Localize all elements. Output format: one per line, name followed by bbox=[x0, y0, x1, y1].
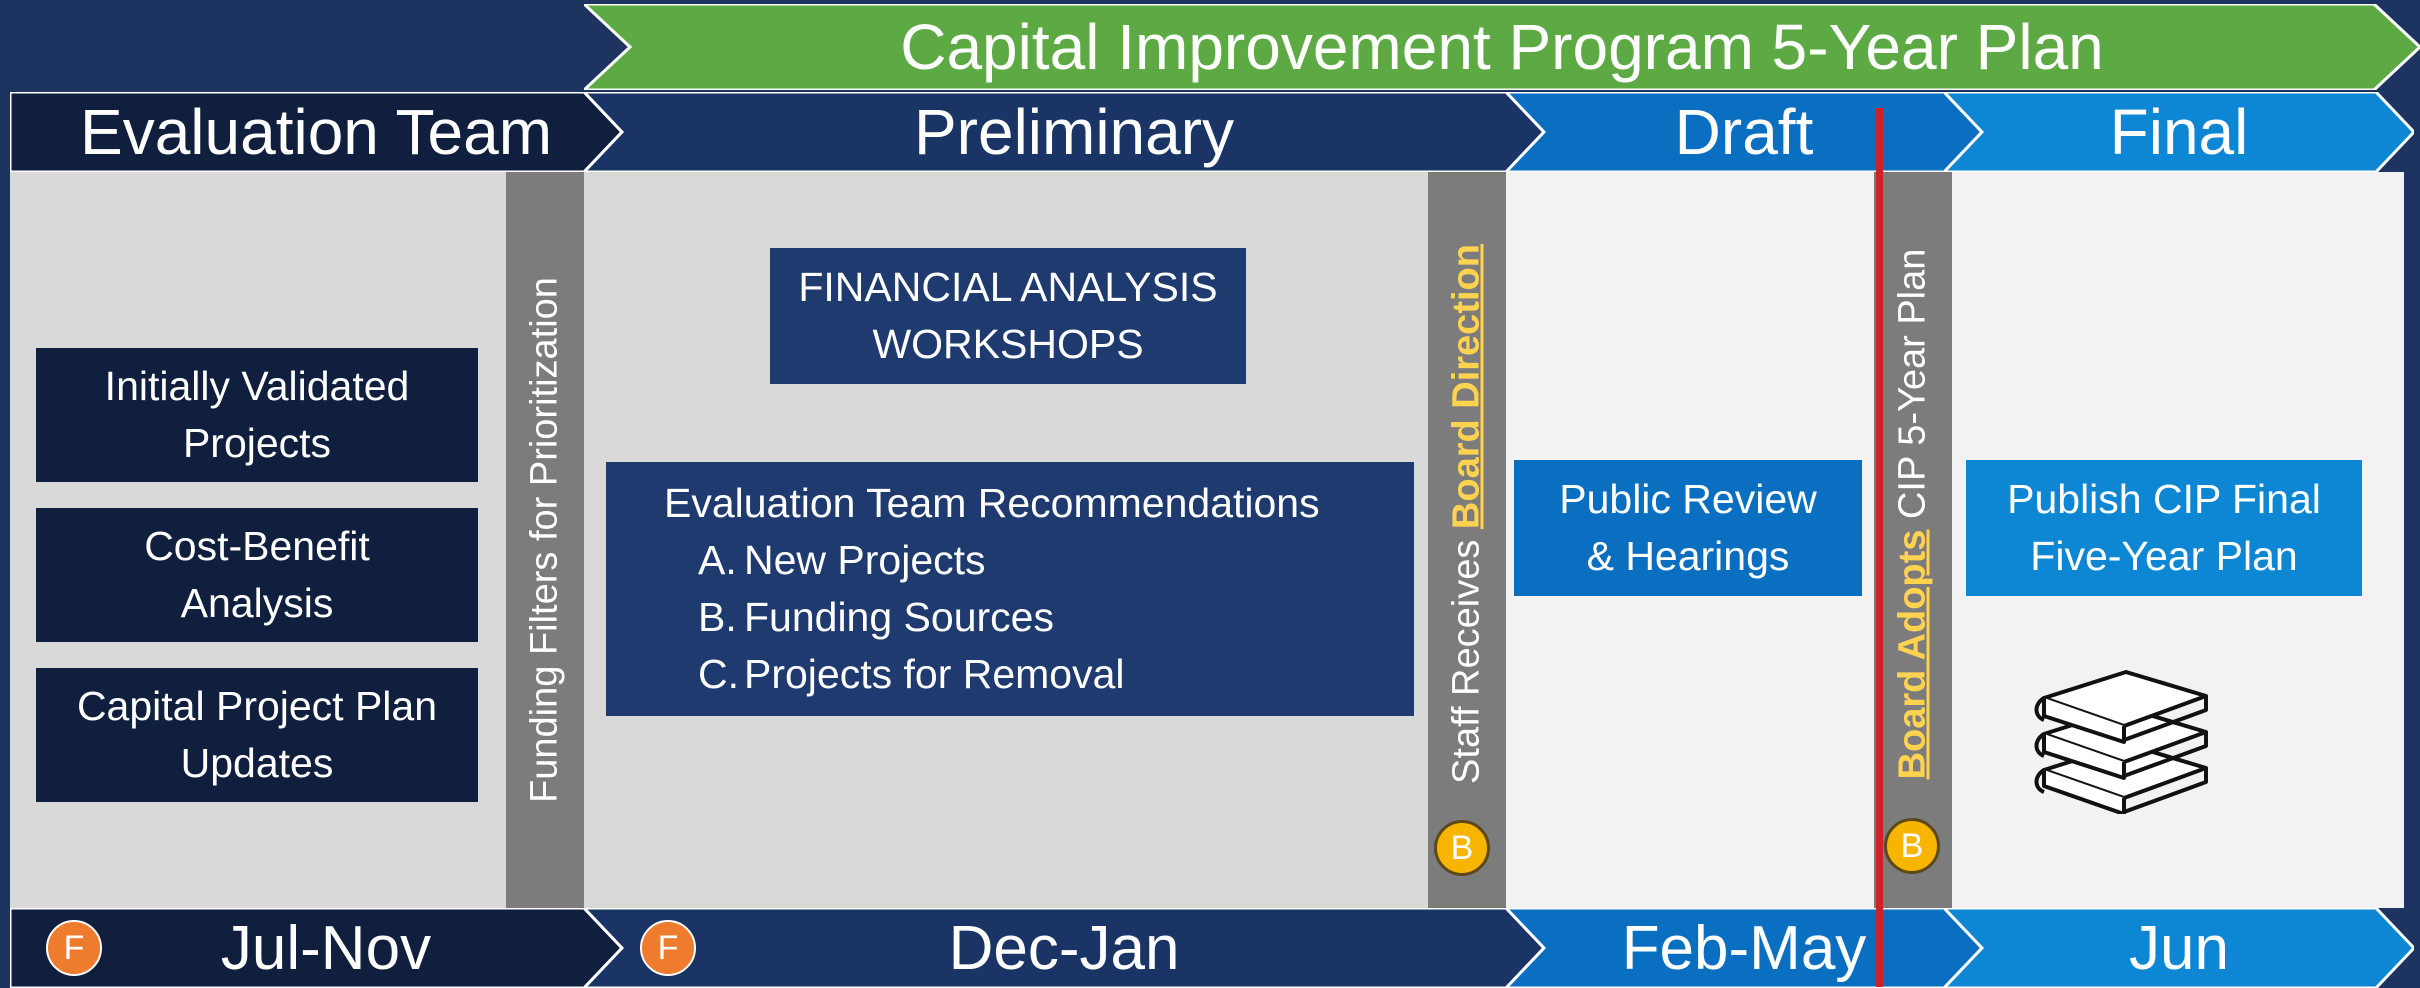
publish-plan-box: Publish CIP Final Five-Year Plan bbox=[1966, 460, 2362, 596]
phase-label: Preliminary bbox=[913, 96, 1235, 168]
list-text: Funding Sources bbox=[744, 594, 1054, 640]
funding-filters-label: Funding Filters for Prioritization bbox=[523, 277, 566, 803]
list-text: Projects for Removal bbox=[744, 651, 1125, 697]
box-line: Initially Validated bbox=[104, 363, 410, 409]
phase-label: Evaluation Team bbox=[80, 96, 552, 168]
timeline-jul-nov: Jul-Nov F bbox=[10, 908, 622, 988]
timeline-label: Feb-May bbox=[1621, 913, 1867, 983]
board-direction-highlight: Board Direction bbox=[1445, 244, 1488, 530]
board-adopts-suffix: CIP 5-Year Plan bbox=[1891, 248, 1934, 530]
financial-workshops-box: FINANCIAL ANALYSIS WORKSHOPS bbox=[770, 248, 1246, 384]
books-icon bbox=[2030, 664, 2210, 816]
project-plan-updates-box: Capital Project Plan Updates bbox=[36, 668, 478, 802]
program-title-banner: Capital Improvement Program 5-Year Plan bbox=[584, 4, 2420, 90]
board-badge: B bbox=[1884, 818, 1940, 874]
box-line: Capital Project Plan bbox=[76, 683, 438, 729]
list-letter: A. bbox=[698, 537, 737, 583]
box-line: FINANCIAL ANALYSIS bbox=[798, 264, 1218, 310]
box-line: Five-Year Plan bbox=[2030, 533, 2298, 579]
timeline-feb-may: Feb-May bbox=[1506, 908, 1982, 988]
cost-benefit-box: Cost-Benefit Analysis bbox=[36, 508, 478, 642]
phase-header-final: Final bbox=[1944, 92, 2414, 172]
box-line: Publish CIP Final bbox=[2007, 476, 2321, 522]
list-item: B. Funding Sources bbox=[664, 589, 1054, 646]
box-line: WORKSHOPS bbox=[872, 321, 1144, 367]
list-text: New Projects bbox=[744, 537, 986, 583]
board-adopts-label: Board Adopts CIP 5-Year Plan bbox=[1892, 249, 1935, 780]
board-direction-prefix: Staff Receives bbox=[1445, 529, 1488, 784]
box-line: Projects bbox=[182, 420, 332, 466]
board-badge: B bbox=[1434, 820, 1490, 876]
recommendations-box: Evaluation Team Recommendations A. New P… bbox=[606, 462, 1414, 716]
timeline-label: Dec-Jan bbox=[948, 913, 1180, 983]
box-line: Cost-Benefit bbox=[144, 523, 370, 569]
phase-label: Final bbox=[2109, 96, 2249, 168]
funding-badge: F bbox=[46, 920, 102, 976]
box-line: Public Review bbox=[1559, 476, 1817, 522]
list-letter: B. bbox=[698, 594, 737, 640]
current-date-marker-line bbox=[1876, 108, 1883, 987]
timeline-label: Jun bbox=[2129, 913, 2229, 983]
timeline-dec-jan: Dec-Jan F bbox=[584, 908, 1544, 988]
board-direction-bar: Staff Receives Board Direction B bbox=[1428, 172, 1506, 908]
board-adopts-highlight: Board Adopts bbox=[1891, 529, 1934, 780]
phase-header-draft: Draft bbox=[1506, 92, 1982, 172]
list-item: C. Projects for Removal bbox=[664, 646, 1125, 703]
recommendations-title: Evaluation Team Recommendations bbox=[664, 480, 1320, 526]
funding-filters-bar: Funding Filters for Prioritization bbox=[506, 172, 584, 908]
board-adopts-bar: Board Adopts CIP 5-Year Plan B bbox=[1874, 172, 1952, 908]
box-line: Updates bbox=[180, 740, 334, 786]
list-letter: C. bbox=[698, 651, 739, 697]
validated-projects-box: Initially Validated Projects bbox=[36, 348, 478, 482]
phase-label: Draft bbox=[1674, 96, 1814, 168]
funding-badge: F bbox=[640, 920, 696, 976]
box-line: & Hearings bbox=[1586, 533, 1790, 579]
program-title: Capital Improvement Program 5-Year Plan bbox=[900, 11, 2104, 83]
phase-header-evaluation: Evaluation Team bbox=[10, 92, 622, 172]
public-review-box: Public Review & Hearings bbox=[1514, 460, 1862, 596]
board-direction-label: Staff Receives Board Direction bbox=[1446, 244, 1489, 784]
phase-header-preliminary: Preliminary bbox=[584, 92, 1544, 172]
timeline-jun: Jun bbox=[1944, 908, 2414, 988]
timeline-label: Jul-Nov bbox=[220, 913, 432, 983]
list-item: A. New Projects bbox=[664, 532, 986, 589]
box-line: Analysis bbox=[180, 580, 334, 626]
